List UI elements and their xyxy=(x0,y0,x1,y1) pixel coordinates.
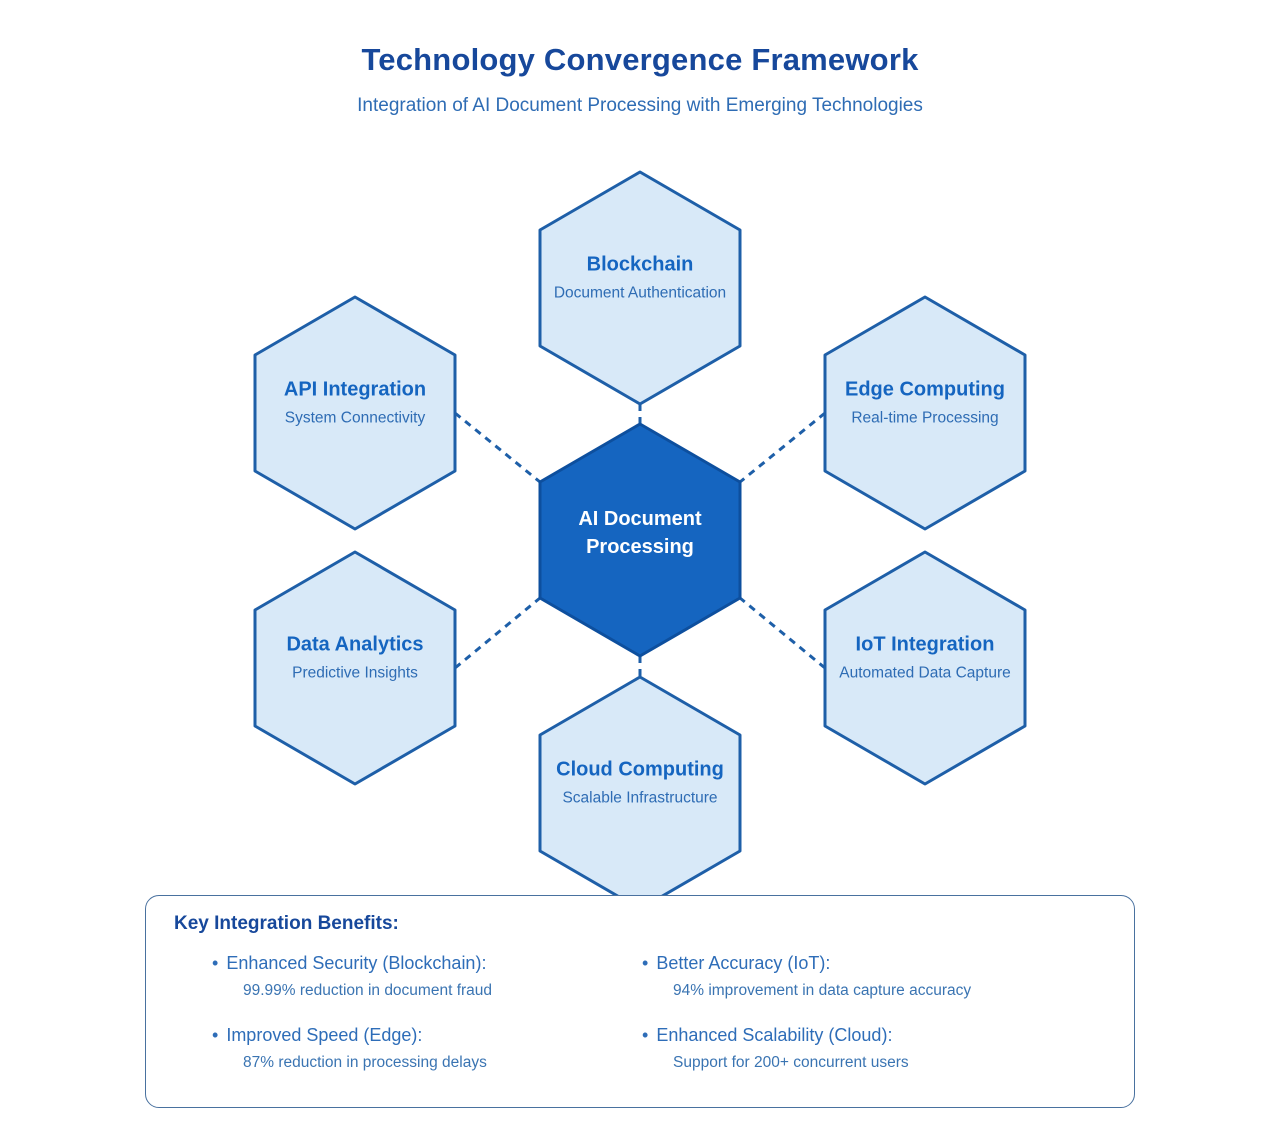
hexagon-node-data xyxy=(253,550,457,786)
benefit-label: •Improved Speed (Edge): xyxy=(212,1025,423,1045)
benefit-item-speed: •Improved Speed (Edge): 87% reduction in… xyxy=(212,1023,642,1074)
hexagon-node-blockchain xyxy=(538,170,742,406)
benefits-grid: •Enhanced Security (Blockchain): 99.99% … xyxy=(212,951,1106,1074)
benefit-item-security: •Enhanced Security (Blockchain): 99.99% … xyxy=(212,951,642,1002)
page-subtitle: Integration of AI Document Processing wi… xyxy=(357,95,923,116)
bullet-icon: • xyxy=(212,1025,219,1045)
benefit-detail: 87% reduction in processing delays xyxy=(243,1054,487,1071)
benefits-heading: Key Integration Benefits: xyxy=(174,913,399,934)
hexagon-node-iot xyxy=(823,550,1027,786)
page-title: Technology Convergence Framework xyxy=(361,42,919,77)
hexagon-node-api xyxy=(253,295,457,531)
bullet-icon: • xyxy=(642,1025,649,1045)
connector-edge xyxy=(739,411,826,484)
hexagon-node-center xyxy=(538,422,742,658)
hexagon-node-cloud xyxy=(538,675,742,911)
bullet-icon: • xyxy=(642,953,649,973)
hexagon-node-edge xyxy=(823,295,1027,531)
bullet-icon: • xyxy=(212,953,219,973)
benefit-label: •Enhanced Security (Blockchain): xyxy=(212,953,487,973)
benefit-detail: 94% improvement in data capture accuracy xyxy=(673,982,972,999)
benefit-label: •Enhanced Scalability (Cloud): xyxy=(642,1025,893,1045)
benefits-panel: Key Integration Benefits: •Enhanced Secu… xyxy=(145,895,1135,1108)
benefit-detail: Support for 200+ concurrent users xyxy=(673,1054,909,1071)
connector-api xyxy=(454,411,541,484)
benefit-label: •Better Accuracy (IoT): xyxy=(642,953,831,973)
benefit-item-accuracy: •Better Accuracy (IoT): 94% improvement … xyxy=(642,951,1106,1002)
benefit-detail: 99.99% reduction in document fraud xyxy=(243,982,493,999)
benefit-item-scalability: •Enhanced Scalability (Cloud): Support f… xyxy=(642,1023,1106,1074)
connector-data xyxy=(454,596,541,670)
connector-iot xyxy=(739,596,826,670)
